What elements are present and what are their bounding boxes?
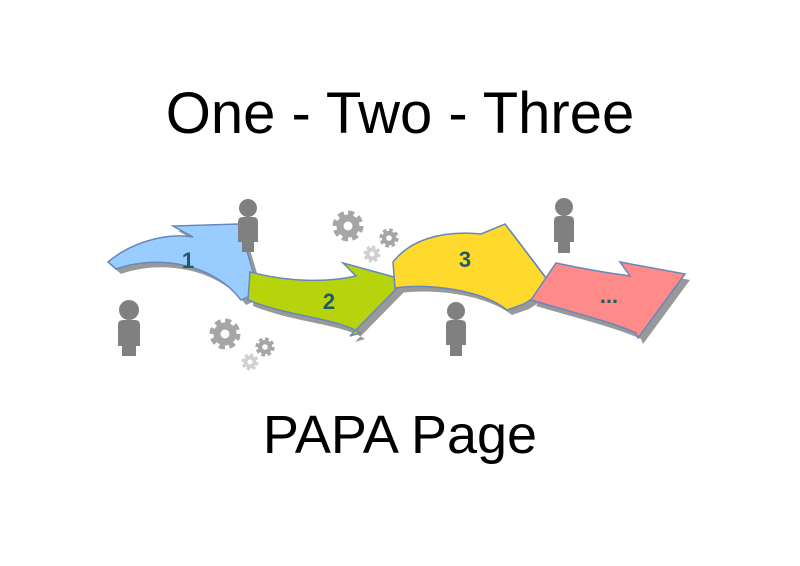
gear-icon — [366, 248, 378, 260]
gear-icon — [258, 340, 272, 354]
step-3-arrow: 3 — [392, 223, 557, 315]
person-icon — [554, 198, 574, 253]
step-4-arrow: ... — [529, 260, 690, 344]
gear-icon — [244, 356, 256, 368]
step-1-label: 1 — [182, 248, 194, 273]
person-icon — [446, 302, 466, 356]
step-3-label: 3 — [459, 247, 471, 272]
step-2-label: 2 — [323, 289, 335, 314]
step-2-arrow: 2 — [247, 261, 410, 342]
step-4-label: ... — [600, 283, 618, 308]
page-title: One - Two - Three — [165, 81, 635, 146]
gear-icon — [382, 231, 396, 245]
person-icon — [118, 300, 140, 356]
gear-icon — [214, 323, 236, 345]
gear-icon — [337, 215, 359, 237]
person-icon — [238, 199, 258, 252]
page-subtitle: PAPA Page — [262, 405, 538, 465]
